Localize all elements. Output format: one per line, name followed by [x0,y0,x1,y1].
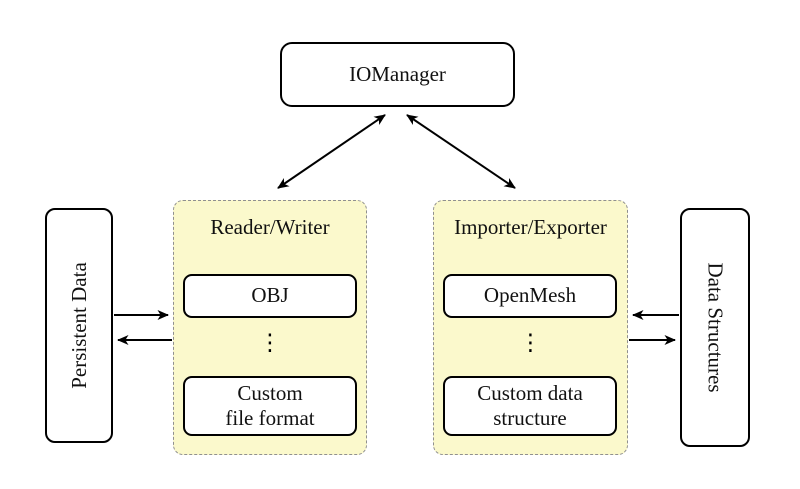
group-reader-writer: Reader/Writer OBJ ⋮ Custom file format [173,200,367,455]
arrow-iomanager-importer-exporter [406,114,516,189]
iomanager-label: IOManager [349,62,446,86]
node-persistent-data: Persistent Data [45,208,113,443]
node-obj: OBJ [183,274,357,318]
node-iomanager: IOManager [280,42,515,107]
arrow-iomanager-reader-writer [277,114,386,189]
node-obj-label: OBJ [251,283,289,308]
node-openmesh: OpenMesh [443,274,617,318]
data-structures-label: Data Structures [703,262,728,393]
group-importer-exporter-title: Importer/Exporter [454,215,607,239]
node-custom-file-format-line2: file format [225,406,315,430]
node-custom-file-format-line1: Custom [237,380,303,405]
node-custom-data-structure-line2: structure [493,406,567,430]
group-importer-exporter: Importer/Exporter OpenMesh ⋮ Custom data… [433,200,628,455]
vertical-ellipsis-icon: ⋮ [519,330,542,356]
node-custom-data-structure: Custom data structure [443,376,617,436]
group-reader-writer-title: Reader/Writer [210,215,330,239]
vertical-ellipsis-icon: ⋮ [258,330,282,356]
node-data-structures: Data Structures [680,208,750,447]
persistent-data-label: Persistent Data [66,262,91,389]
node-openmesh-label: OpenMesh [483,283,577,308]
node-custom-file-format: Custom file format [183,376,357,436]
node-custom-data-structure-line1: Custom data [477,380,583,405]
